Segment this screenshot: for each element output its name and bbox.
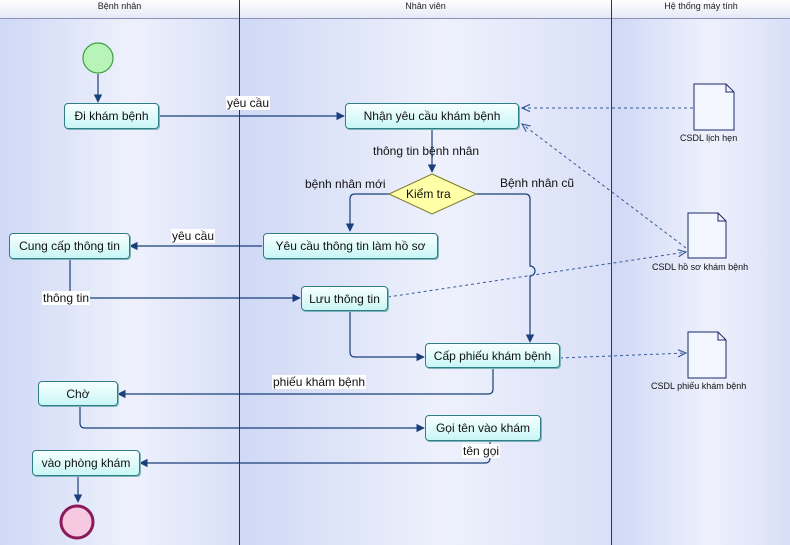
activity-receive-request[interactable]: Nhận yêu cầu khám bệnh: [345, 103, 519, 129]
edge-save-to-issue: [349, 311, 425, 362]
edge-check-old-patient: [474, 193, 536, 343]
edge-call-to-enter: [139, 441, 491, 468]
edge-label-patient-info: thông tin bệnh nhân: [373, 144, 480, 158]
start-node: [82, 42, 114, 74]
datastore-appointments-icon: [693, 83, 735, 131]
activity-save-info[interactable]: Lưu thông tin: [301, 286, 388, 311]
edge-label-old-patient: Bệnh nhân cũ: [500, 176, 575, 190]
lane-divider: [239, 0, 240, 545]
activity-issue-ticket[interactable]: Cấp phiếu khám bệnh: [425, 343, 560, 368]
dep-save-to-records: [387, 252, 686, 298]
edge-check-new-patient: [345, 193, 393, 232]
decision-label: Kiểm tra: [406, 187, 451, 201]
edge-provide-to-save: [69, 259, 301, 303]
datastore-tickets-icon: [687, 331, 727, 379]
edge-label-called-name: tên gọi: [462, 444, 501, 458]
datastore-records-label: CSDL hồ sơ khám bệnh: [652, 262, 749, 272]
dep-issue-to-tickets: [559, 353, 686, 359]
datastore-records-icon: [687, 212, 727, 259]
edge-issue-to-wait: [117, 368, 494, 399]
end-node: [59, 504, 95, 540]
lane-title-staff: Nhân viên: [240, 0, 611, 19]
activity-call-name[interactable]: Gọi tên vào khám: [425, 415, 541, 441]
edge-label-info: thông tin: [42, 291, 91, 305]
lane-title-system: Hệ thống máy tính: [612, 0, 790, 19]
decision-diamond: [387, 173, 478, 215]
activity-request-info[interactable]: Yêu cầu thông tin làm hồ sơ: [263, 233, 438, 259]
edge-label-request-2: yêu cầu: [171, 229, 216, 243]
edge-label-ticket: phiếu khám bệnh: [272, 375, 367, 389]
edge-label-new-patient: bệnh nhân mới: [305, 177, 386, 191]
activity-enter-room[interactable]: vào phòng khám: [32, 450, 140, 476]
dep-records-to-receive: [522, 124, 687, 249]
activity-provide-info[interactable]: Cung cấp thông tin: [9, 233, 130, 259]
datastore-tickets-label: CSDL phiếu khám bệnh: [651, 381, 747, 391]
datastore-appointments-label: CSDL lịch hẹn: [680, 133, 738, 143]
edge-wait-to-call: [79, 406, 425, 433]
activity-go-exam[interactable]: Đi khám bệnh: [64, 103, 159, 129]
lane-title-patient: Bệnh nhân: [0, 0, 239, 19]
lane-divider: [611, 0, 612, 545]
edge-label-request-1: yêu cầu: [226, 96, 271, 110]
activity-wait[interactable]: Chờ: [38, 381, 118, 406]
